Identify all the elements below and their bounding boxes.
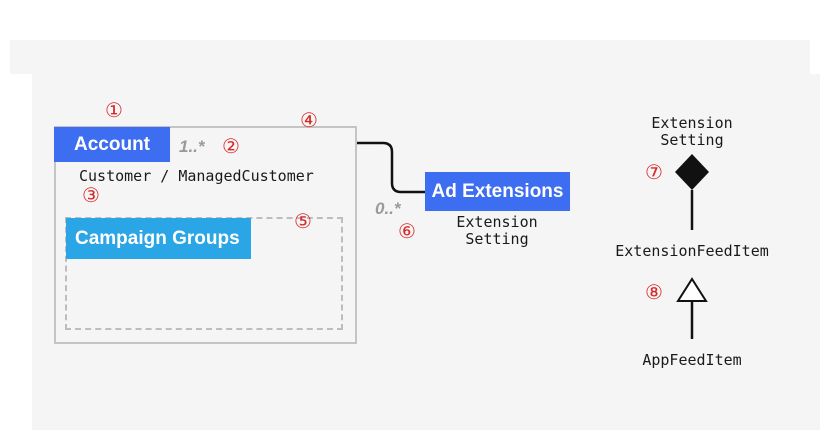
account-subtitle: Customer / ManagedCustomer — [79, 167, 314, 185]
inheritance-triangle-icon — [676, 277, 708, 302]
legend-extension-setting-line1: Extension — [651, 114, 733, 132]
ad-extensions-multiplicity: 0..* — [375, 199, 401, 218]
account-adext-connector — [357, 141, 425, 194]
composition-diamond-icon — [675, 154, 709, 190]
campaign-groups-label: Campaign Groups — [66, 218, 251, 259]
ad-extensions-setting-line2: Setting — [465, 230, 529, 248]
legend-extension-setting: Extension Setting — [632, 115, 752, 149]
marker-2: ② — [222, 136, 240, 158]
legend-extension-setting-line2: Setting — [660, 131, 724, 149]
account-multiplicity: 1..* — [179, 137, 205, 156]
account-container — [54, 126, 357, 344]
marker-5: ⑤ — [294, 211, 312, 233]
marker-3: ③ — [82, 185, 100, 207]
marker-8: ⑧ — [645, 282, 663, 304]
marker-7: ⑦ — [645, 162, 663, 184]
account-label: Account — [54, 127, 170, 162]
marker-6: ⑥ — [398, 221, 416, 243]
ad-extensions-label: Ad Extensions — [425, 172, 570, 211]
marker-4: ④ — [300, 110, 318, 132]
diagram-frame-top — [10, 40, 810, 74]
ad-extensions-setting-line1: Extension — [456, 213, 538, 231]
ad-extensions-setting: Extension Setting — [437, 214, 557, 248]
legend-app-feed-item: AppFeedItem — [642, 351, 742, 369]
marker-1: ① — [105, 100, 123, 122]
legend-extension-feed-item: ExtensionFeedItem — [615, 242, 769, 260]
